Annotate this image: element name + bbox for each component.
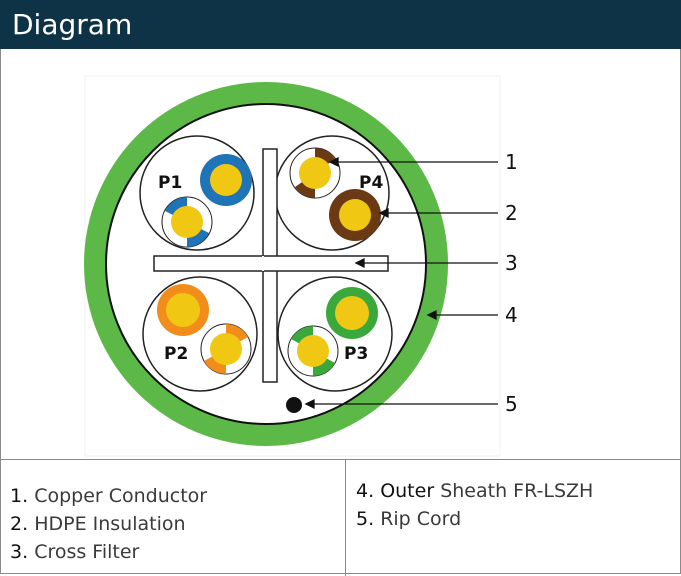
legend-item-text: HDPE Insulation xyxy=(34,513,186,535)
rip-cord xyxy=(286,397,302,413)
pair-p3-label: P3 xyxy=(344,344,368,364)
pair-p4-solid-conductor xyxy=(329,189,381,241)
legend-item-text: Sheath FR-LSZH xyxy=(440,480,594,502)
legend-item-number: 3. xyxy=(10,541,29,563)
legend-item: 1. Copper Conductor xyxy=(10,485,207,507)
pair-p2-striped-conductor xyxy=(200,323,252,375)
legend-item-number: 2. xyxy=(10,513,29,535)
pair-p1-label: P1 xyxy=(158,173,182,193)
callout-3-arrowhead xyxy=(354,257,365,269)
pair-p2-solid-conductor xyxy=(157,284,209,336)
callout-4-number: 4 xyxy=(505,303,518,327)
callout-1-number: 1 xyxy=(505,150,518,174)
legend-item-number: 1. xyxy=(10,485,29,507)
callout-5-arrowhead xyxy=(304,398,315,410)
pair-p3-solid-conductor xyxy=(326,287,378,339)
legend-item: 2. HDPE Insulation xyxy=(10,513,186,535)
callout-3-number: 3 xyxy=(505,251,518,275)
pair-p1-solid-conductor xyxy=(200,154,252,206)
legend-item-text: Cross Filter xyxy=(34,541,140,563)
legend-item-text: Copper Conductor xyxy=(34,485,208,507)
legend-item: 3. Cross Filter xyxy=(10,541,139,563)
header-bar: Diagram xyxy=(0,0,681,49)
legend-item-number: 5. xyxy=(356,508,375,530)
legend-item-emphasis: Outer xyxy=(380,480,435,502)
cross-filter-horizontal xyxy=(153,255,389,272)
callout-5-number: 5 xyxy=(505,392,518,416)
pair-p4-label: P4 xyxy=(359,173,383,193)
legend-item-text: Rip Cord xyxy=(380,508,462,530)
page-title: Diagram xyxy=(12,8,133,41)
callout-2-number: 2 xyxy=(505,201,518,225)
pair-p3-striped-conductor xyxy=(287,325,339,377)
callout-2-arrowhead xyxy=(378,207,389,219)
legend-item: 4. Outer Sheath FR-LSZH xyxy=(356,480,593,502)
legend-column-left: 1. Copper Conductor 2. HDPE Insulation 3… xyxy=(0,460,346,576)
cable-cross-section-diagram: P1 P4 P2 P3 1 2 3 4 5 xyxy=(84,75,518,457)
legend-table: 1. Copper Conductor 2. HDPE Insulation 3… xyxy=(0,459,681,576)
callout-1-arrowhead xyxy=(328,156,339,168)
legend-item: 5. Rip Cord xyxy=(356,508,461,530)
pair-p1-striped-conductor xyxy=(161,196,213,248)
callout-4-arrowhead xyxy=(426,309,437,321)
pair-p4-striped-conductor xyxy=(289,147,341,199)
legend-item-number: 4. xyxy=(356,480,375,502)
legend-column-right: 4. Outer Sheath FR-LSZH 5. Rip Cord xyxy=(346,460,681,576)
pair-p2-label: P2 xyxy=(164,344,188,364)
